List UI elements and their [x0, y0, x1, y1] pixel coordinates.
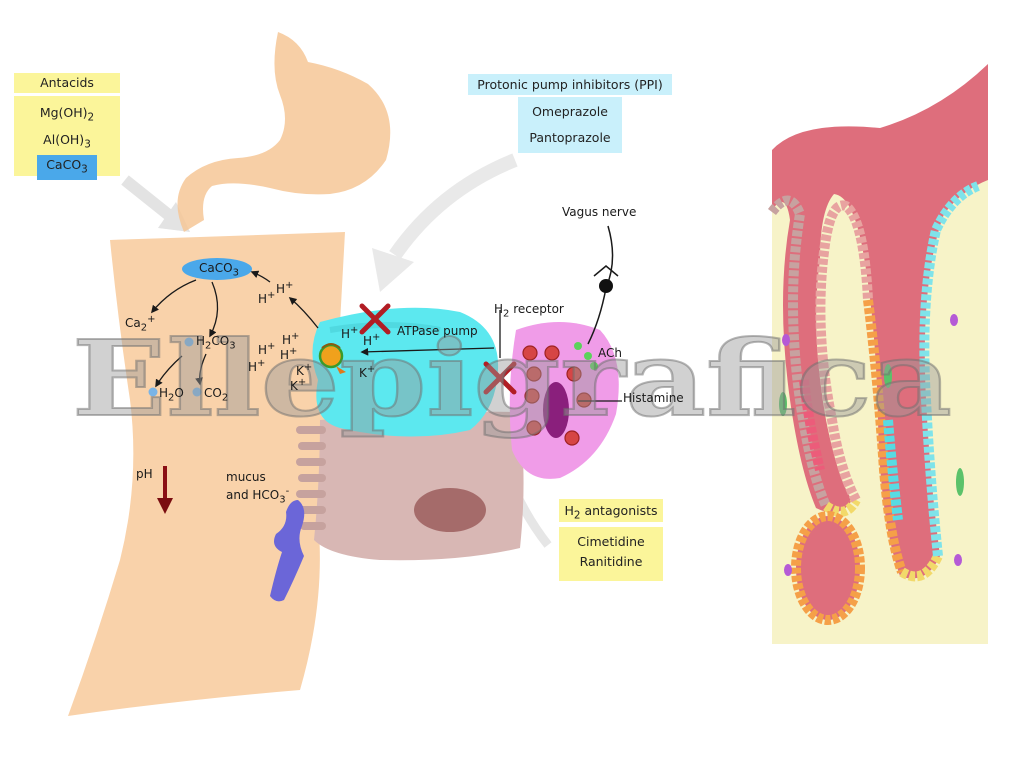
h2-block-cross — [483, 361, 517, 395]
antacid-item: Mg(OH)2 — [39, 105, 95, 124]
h2co3-label: H2CO3 — [196, 334, 236, 352]
ach-vesicles — [574, 342, 598, 370]
histamine-label: Histamine — [623, 391, 684, 405]
gland-epithelium — [768, 181, 981, 625]
h2-antagonists-list-box: Cimetidine Ranitidine — [559, 527, 663, 581]
antacids-list-box: Mg(OH)2 Al(OH)3 CaCO3 — [14, 96, 120, 180]
proton-label: H+ — [258, 290, 276, 306]
microvilli — [296, 426, 326, 530]
stomach-organ — [177, 32, 391, 232]
ach-label: ACh — [598, 346, 622, 360]
mucus-secretion — [270, 500, 305, 602]
potassium-label: K+ — [296, 362, 313, 378]
co2-dot — [192, 387, 202, 397]
gastric-gland-cross-section — [796, 516, 860, 620]
atpase-rotor-icon — [318, 343, 346, 374]
proton-label: H+ — [280, 346, 298, 362]
reaction-arrows — [151, 270, 622, 402]
antacid-grey-arrow — [121, 175, 179, 225]
caco3-ellipse — [182, 258, 252, 280]
ecl-cell-nucleus — [543, 382, 569, 438]
calcium-label: Ca2+ — [125, 314, 156, 334]
potassium-label: K+ — [359, 364, 376, 380]
ppi-grey-arrow — [389, 153, 518, 259]
caco3-label: CaCO3 — [199, 261, 239, 279]
proton-label: H+ — [363, 332, 381, 348]
atpase-pump-label: ATPase pump — [397, 324, 478, 338]
vagus-nerve-body — [599, 279, 613, 293]
ppi-block-cross — [359, 303, 391, 335]
h2o-dot — [148, 387, 158, 397]
atpase-pump — [312, 307, 499, 437]
ppi-item: Omeprazole — [532, 104, 608, 119]
mucus-label: mucus — [226, 470, 266, 484]
bicarbonate-label: and HCO3- — [226, 486, 290, 506]
h2-antagonist-item: Ranitidine — [579, 554, 643, 569]
atpase-pump-shade — [329, 322, 441, 333]
ppi-list-box: Omeprazole Pantoprazole — [518, 97, 622, 153]
antacids-title-box: Antacids — [14, 73, 120, 93]
h2o-label: H2O — [159, 386, 184, 404]
ppi-title: Protonic pump inhibitors (PPI) — [477, 77, 663, 92]
potassium-label: K+ — [290, 377, 307, 393]
ppi-title-box: Protonic pump inhibitors (PPI) — [468, 74, 672, 95]
histamine-granules — [522, 345, 592, 446]
proton-label: H+ — [341, 325, 359, 341]
h2co3-dot — [184, 337, 194, 347]
h2-antagonist-item: Cimetidine — [577, 534, 645, 549]
co2-label: CO2 — [204, 386, 229, 404]
proton-label: H+ — [248, 358, 266, 374]
h2-receptor-label: H2 receptor — [494, 302, 564, 320]
antacids-title: Antacids — [40, 75, 94, 90]
proton-label: H+ — [258, 341, 276, 357]
vagus-nerve-label: Vagus nerve — [562, 205, 637, 219]
watermark: Ellepigrafica — [72, 317, 952, 440]
proton-label: H+ — [282, 331, 300, 347]
ph-label: pH — [136, 467, 153, 481]
h2-antagonists-title-box: H2 antagonists — [559, 499, 663, 522]
parietal-cell-nucleus — [414, 488, 486, 532]
antacid-item-highlighted: CaCO3 — [37, 155, 97, 180]
gastric-mucosa-surface — [772, 64, 988, 579]
proton-label: H+ — [276, 280, 294, 296]
gland-cells-accent — [779, 314, 964, 576]
ppi-item: Pantoprazole — [529, 130, 611, 145]
antacid-item: Al(OH)3 — [43, 131, 91, 151]
ppi-grey-arrowhead — [372, 248, 414, 292]
vagus-nerve-terminal — [593, 265, 619, 277]
